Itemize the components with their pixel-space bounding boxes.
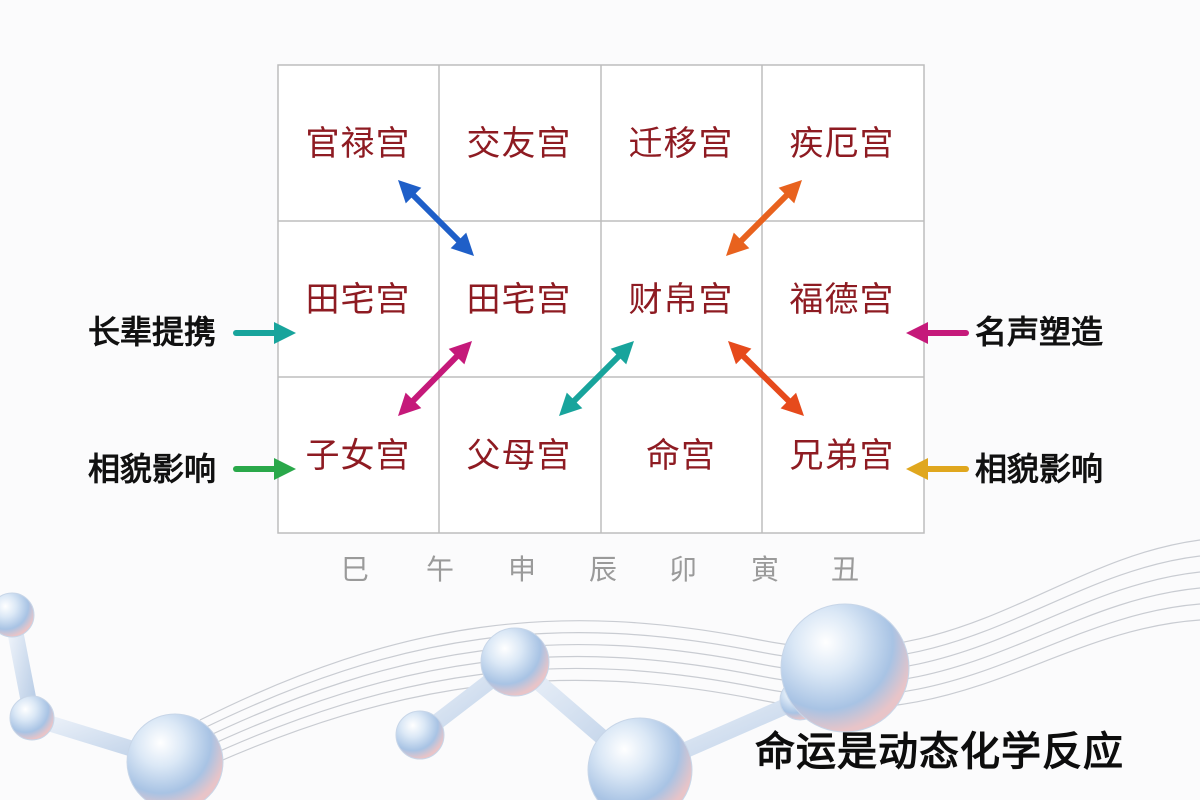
side-label-appearance-right: 相貌影响 xyxy=(975,450,1104,488)
arrow-shaft xyxy=(567,349,626,408)
arrow-head xyxy=(450,232,474,256)
molecule-sphere xyxy=(126,713,224,800)
branch-label: 寅 xyxy=(750,553,779,586)
decorative-wave-lines xyxy=(199,539,1200,771)
branch-label: 辰 xyxy=(588,553,617,586)
arrow-official-property xyxy=(398,180,474,256)
palace-siblings: 兄弟宫 xyxy=(789,436,895,476)
arrow-head xyxy=(906,322,928,344)
arrow-head xyxy=(610,341,634,365)
side-label-reputation: 名声塑造 xyxy=(975,313,1104,351)
molecule-spheres xyxy=(0,592,910,800)
arrow-head xyxy=(778,180,802,204)
arrow-shaft xyxy=(406,349,464,408)
tagline: 命运是动态化学反应 xyxy=(755,729,1124,775)
palace-life: 命宫 xyxy=(646,436,716,476)
arrow-wealth-siblings xyxy=(728,341,804,416)
palace-property-left: 田宅宫 xyxy=(305,280,411,320)
arrow-head xyxy=(398,392,422,416)
arrow-property-children xyxy=(398,341,472,416)
branch-label: 午 xyxy=(425,553,454,586)
arrow-head xyxy=(906,458,928,480)
molecule-sphere xyxy=(587,717,693,800)
arrow-head xyxy=(274,322,296,344)
interaction-arrows xyxy=(398,180,804,416)
arrow-appearance-right xyxy=(906,458,969,480)
arrow-head xyxy=(780,392,804,416)
molecule-sphere xyxy=(0,592,35,638)
arrow-appearance-left xyxy=(233,458,296,480)
arrow-head xyxy=(728,341,752,365)
side-label-appearance-left: 相貌影响 xyxy=(88,450,217,488)
palace-wealth: 财帛宫 xyxy=(628,280,734,320)
branch-label: 卯 xyxy=(668,553,697,586)
arrow-shaft xyxy=(736,349,796,408)
arrow-head xyxy=(398,180,422,204)
palace-official: 官禄宫 xyxy=(305,124,411,164)
arrow-elder-support xyxy=(233,322,296,344)
molecule-sphere xyxy=(395,710,445,760)
arrow-wealth-parents xyxy=(559,341,634,416)
palace-health: 疾厄宫 xyxy=(789,124,895,164)
molecule-sphere xyxy=(9,695,55,741)
side-arrows xyxy=(233,322,969,480)
branch-label: 巳 xyxy=(340,553,369,586)
arrow-head xyxy=(274,458,296,480)
palace-migration: 迁移宫 xyxy=(628,124,734,164)
arrow-head xyxy=(559,392,583,416)
arrow-health-wealth xyxy=(726,180,802,256)
palace-grid xyxy=(277,64,925,534)
branch-label: 丑 xyxy=(830,553,859,586)
palace-children: 子女宫 xyxy=(305,436,411,476)
palace-parents: 父母宫 xyxy=(466,436,572,476)
palace-fortune: 福德宫 xyxy=(789,280,895,320)
arrow-shaft xyxy=(406,188,466,248)
palace-friends: 交友宫 xyxy=(466,124,572,164)
arrow-reputation xyxy=(906,322,969,344)
branch-label: 申 xyxy=(507,553,536,586)
molecule-sphere xyxy=(480,627,550,697)
arrow-head xyxy=(448,341,472,365)
molecule-sphere xyxy=(780,603,910,733)
arrow-shaft xyxy=(734,188,794,248)
arrow-head xyxy=(726,232,750,256)
side-label-elder-support: 长辈提携 xyxy=(88,313,217,351)
palace-property-center: 田宅宫 xyxy=(466,280,572,320)
